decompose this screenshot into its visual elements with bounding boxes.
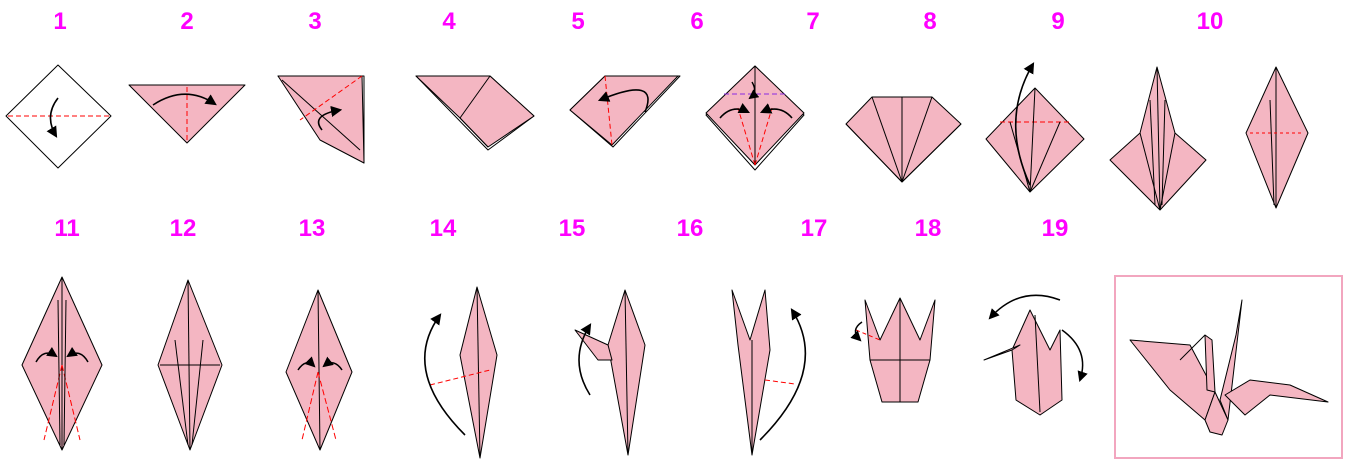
step-11-narrow-fold (22, 277, 102, 450)
curved-fold-arrow-icon (425, 315, 465, 435)
step-12-narrowed (158, 280, 222, 450)
step-10-bird-base-closed (1246, 67, 1308, 208)
step-13-narrow-back (286, 290, 352, 450)
step-10-bird-base-open (1110, 67, 1206, 210)
step-19-wings (984, 295, 1083, 415)
step-16-17-tail-fold (732, 290, 805, 455)
step-3-triangle-squash (278, 76, 364, 163)
step-4-squashed (416, 76, 534, 150)
step-9-petal-fold (986, 64, 1084, 192)
step-14-inside-reverse (425, 287, 497, 458)
step-15-neck-up (575, 290, 645, 455)
step-8-kite (846, 97, 961, 182)
step-18-head-fold (855, 298, 935, 402)
step-1-square-paper (6, 65, 111, 168)
step-2-triangle (129, 85, 245, 143)
step-5-flip (570, 76, 680, 147)
finished-paper-crane (1130, 300, 1328, 435)
step-6-7-diamond (706, 66, 804, 170)
